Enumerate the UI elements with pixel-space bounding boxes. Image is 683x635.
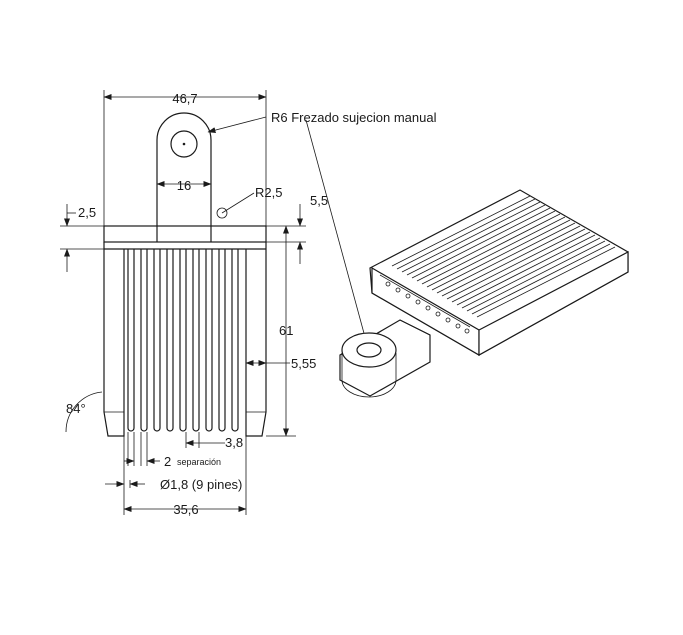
front-view: [103, 112, 267, 437]
dim-top-offset-right: 5,5: [310, 193, 328, 208]
iso-lug-hole: [356, 342, 382, 358]
pin-fins: [127, 249, 239, 432]
dim-side-gap: 5,55: [291, 356, 316, 371]
dimension-lines: [60, 90, 369, 515]
dim-pin-diameter: Ø1,8 (9 pines): [160, 477, 242, 492]
dim-top-offset-left: 2,5: [78, 205, 96, 220]
body-right-side: [245, 242, 267, 437]
iso-pin-holes: [385, 281, 470, 334]
dimension-labels: 46,7 16 R2,5 2,5 5,5 61 5,55 84° 3,8 2 s…: [66, 91, 437, 517]
dim-lug-width: 16: [177, 178, 191, 193]
dim-separation-value: 2: [164, 454, 171, 469]
iso-fins: [391, 195, 616, 318]
dim-separation-label: separación: [177, 457, 221, 467]
mounting-hole: [170, 130, 198, 158]
dim-fillet-radius: R2,5: [255, 185, 282, 200]
note-milled-radius: R6 Frezado sujecion manual: [271, 110, 437, 125]
body-left-side: [103, 242, 125, 437]
mounting-lug: [156, 112, 212, 226]
dim-height: 61: [279, 323, 293, 338]
top-plate: [103, 225, 267, 243]
dim-pitch: 3,8: [225, 435, 243, 450]
isometric-view: [339, 189, 629, 398]
dim-pin-span: 35,6: [173, 502, 198, 517]
dim-overall-width: 46,7: [172, 91, 197, 106]
dim-angle: 84°: [66, 401, 86, 416]
